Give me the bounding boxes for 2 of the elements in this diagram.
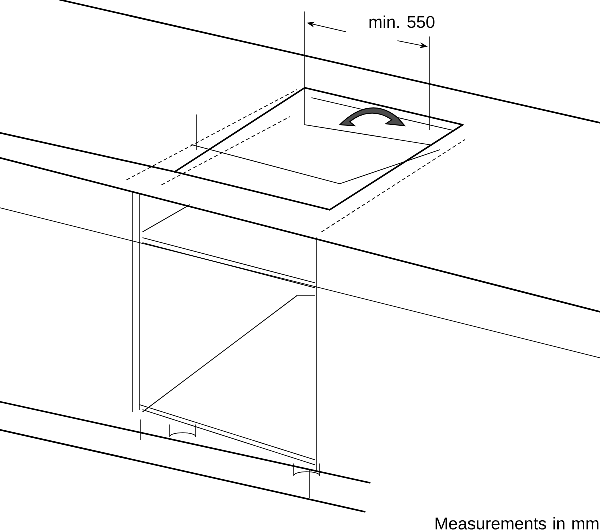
dimension-label: min. 550 [368, 14, 436, 30]
note-text: Measurements in mm [436, 517, 599, 530]
